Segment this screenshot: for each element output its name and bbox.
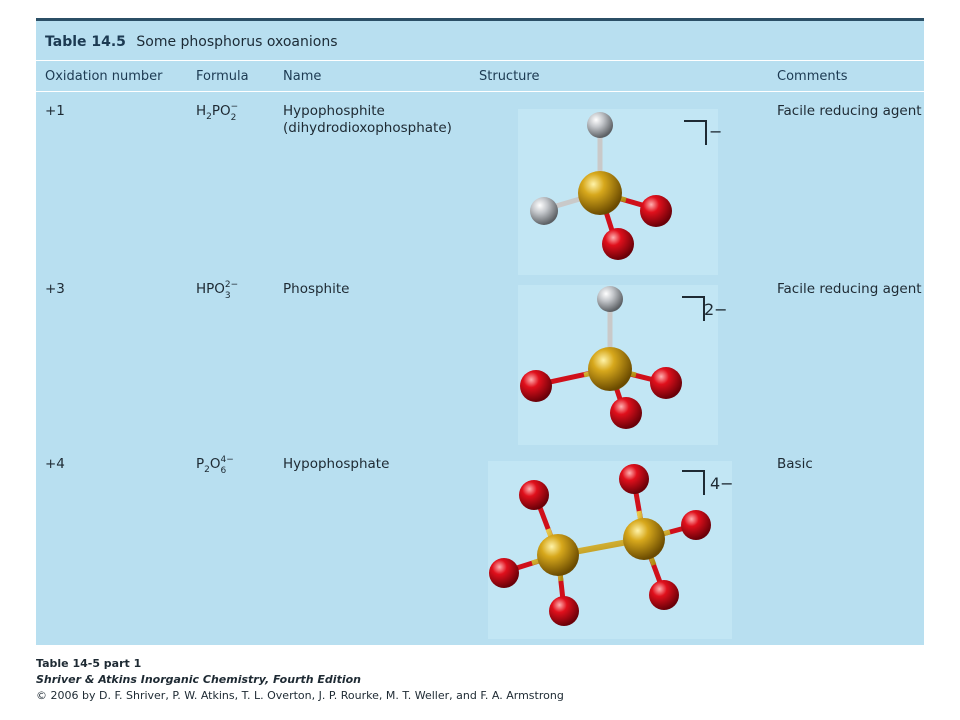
row3-charge-label: 4− xyxy=(710,474,734,493)
row1-name: Hypophosphite (dihydrodioxophosphate) xyxy=(283,103,452,137)
row1-charge-label: − xyxy=(709,122,723,141)
oxygen-atom xyxy=(549,596,579,626)
charge-bracket xyxy=(682,296,705,321)
figure-credit: Table 14-5 part 1 Shriver & Atkins Inorg… xyxy=(36,656,564,704)
row3-formula-charge: 4− xyxy=(220,455,234,465)
table-title: Some phosphorus oxoanions xyxy=(136,34,338,50)
oxygen-atom xyxy=(619,464,649,494)
row2-formula-o-count: 3 xyxy=(224,291,231,301)
row1-formula-o-count: 2 xyxy=(230,113,237,123)
charge-bracket xyxy=(684,120,707,145)
oxygen-atom xyxy=(520,370,552,402)
oxygen-atom xyxy=(610,397,642,429)
row1-formula-h: H xyxy=(196,103,207,119)
oxygen-atom xyxy=(489,558,519,588)
row3-formula-o-count: 6 xyxy=(220,466,227,476)
table-number: Table 14.5 xyxy=(45,34,126,50)
hydrogen-atom xyxy=(587,112,613,138)
header-oxidation: Oxidation number xyxy=(45,69,163,84)
row1-formula-h-count: 2 xyxy=(206,112,212,122)
row1-formula-indices: −2 xyxy=(231,102,243,123)
phosphorus-atom xyxy=(578,171,622,215)
row2-name: Phosphite xyxy=(283,281,350,297)
row3-formula-p-count: 2 xyxy=(204,465,210,475)
row2-comment: Facile reducing agent xyxy=(777,281,922,297)
oxygen-atom xyxy=(602,228,634,260)
oxygen-atom xyxy=(519,480,549,510)
credit-book-title: Shriver & Atkins Inorganic Chemistry, Fo… xyxy=(36,673,361,686)
row3-formula-o: O xyxy=(209,456,221,472)
header-name: Name xyxy=(283,69,322,84)
row3-formula-indices: 4−6 xyxy=(221,455,241,476)
row1-formula: H2PO−2 xyxy=(196,102,243,123)
charge-bracket xyxy=(682,470,705,495)
header-structure: Structure xyxy=(479,69,540,84)
oxoanion-table: Table 14.5 Some phosphorus oxoanions Oxi… xyxy=(36,18,924,645)
row1-oxidation: +1 xyxy=(45,103,65,119)
row3-comment: Basic xyxy=(777,456,813,472)
row1-name-systematic: (dihydrodioxophosphate) xyxy=(283,120,452,136)
credit-copyright: © 2006 by D. F. Shriver, P. W. Atkins, T… xyxy=(36,689,564,702)
phosphorus-atom xyxy=(623,518,665,560)
row2-formula-indices: 2−3 xyxy=(225,280,245,301)
row1-name-main: Hypophosphite xyxy=(283,103,385,119)
row3-formula-p: P xyxy=(196,456,205,472)
row3-oxidation: +4 xyxy=(45,456,65,472)
row2-formula-hpo: HPO xyxy=(196,281,225,297)
row3-name: Hypophosphate xyxy=(283,456,390,472)
phosphite-structure xyxy=(518,285,718,445)
oxygen-atom xyxy=(640,195,672,227)
row2-oxidation: +3 xyxy=(45,281,65,297)
oxygen-atom xyxy=(649,580,679,610)
credit-table-label: Table 14-5 part 1 xyxy=(36,657,142,670)
row1-formula-charge: − xyxy=(230,102,239,112)
phosphorus-atom xyxy=(588,347,632,391)
row2-formula-charge: 2− xyxy=(224,280,239,290)
hypophosphite-structure xyxy=(518,109,718,275)
oxygen-atom xyxy=(681,510,711,540)
hydrogen-atom xyxy=(530,197,558,225)
phosphorus-atom xyxy=(537,534,579,576)
row2-charge-label: 2− xyxy=(704,300,728,319)
oxygen-atom xyxy=(650,367,682,399)
row1-comment: Facile reducing agent xyxy=(777,103,922,119)
header-comments: Comments xyxy=(777,69,848,84)
row1-formula-po: PO xyxy=(211,103,231,119)
table-caption: Table 14.5 Some phosphorus oxoanions xyxy=(45,34,338,50)
hypophosphate-structure xyxy=(488,461,732,639)
header-formula: Formula xyxy=(196,69,249,84)
header-rule-bottom xyxy=(36,91,924,92)
header-rule-top xyxy=(36,60,924,61)
hydrogen-atom xyxy=(597,286,623,312)
